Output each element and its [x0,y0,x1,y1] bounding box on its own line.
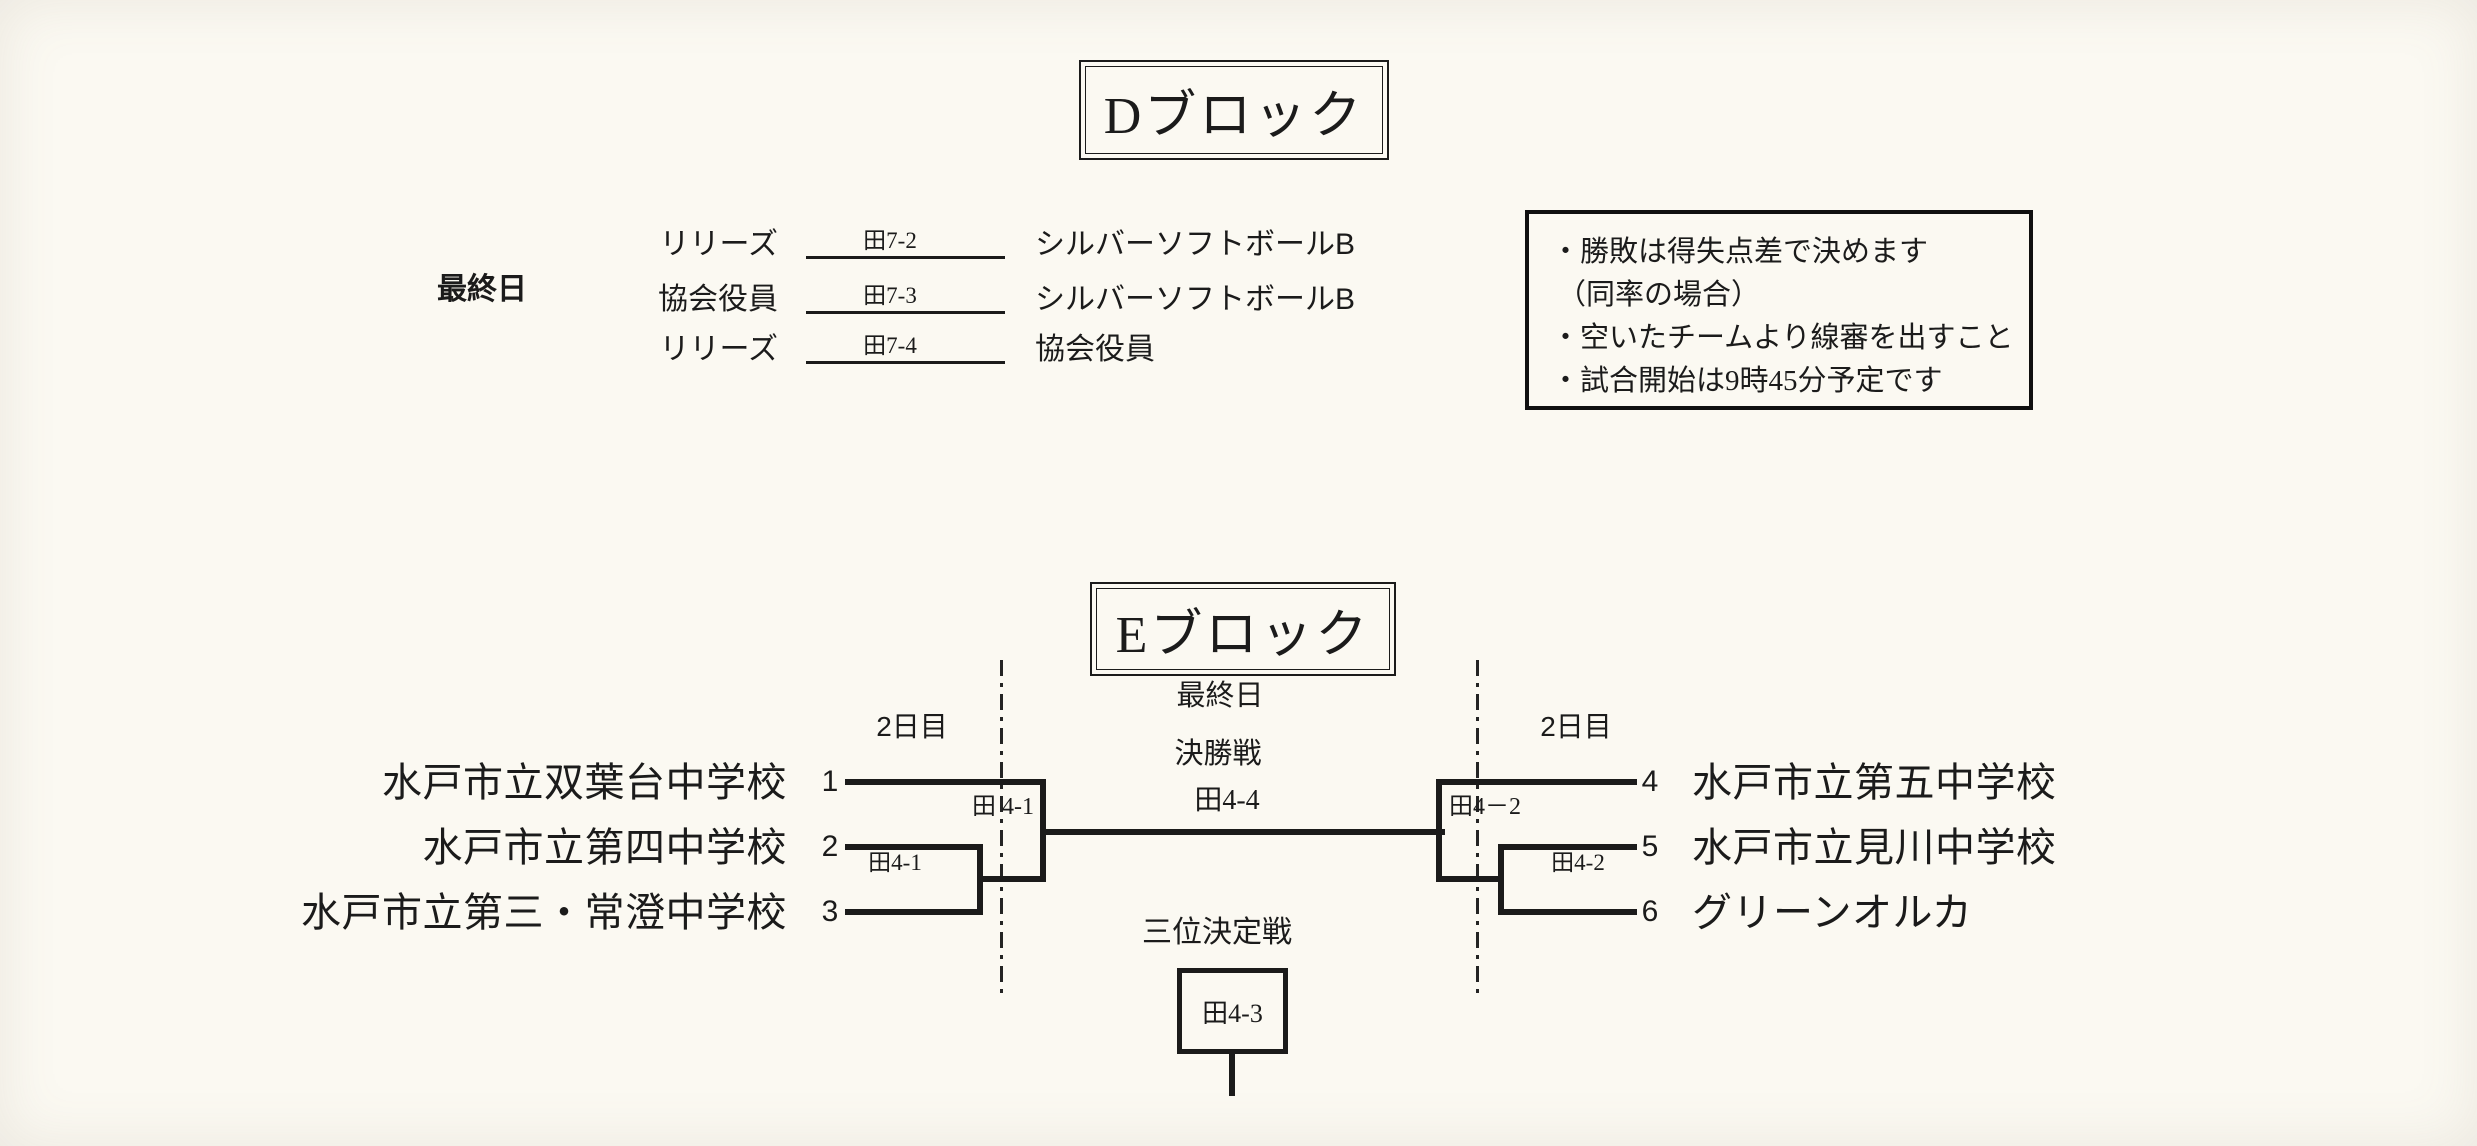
d-match3-left-name: リリーズ [659,333,779,366]
bracket-line-left-team2 [845,844,983,850]
d-block-title-box: Dブロック [1079,60,1389,160]
e-block-title-box: Eブロック [1090,582,1396,676]
bracket-line-left-team3 [845,909,983,915]
d-match3-right-name: 協会役員 [1035,333,1155,366]
e-team-right-4-name: 水戸市立第五中学校 [1692,761,2057,805]
e-match-right-code: 田4-2 [1551,850,1605,875]
e-team-left-2-seed: 2 [821,830,839,863]
bracket-connector-right-semi [1436,779,1442,882]
e-team-left-1-name: 水戸市立双葉台中学校 [382,761,787,805]
e-block-title-inner-border [1096,588,1390,670]
d-match2-left-name: 協会役員 [658,283,778,316]
d-note-line-4: ・試合開始は9時45分予定です [1551,365,1943,397]
e-third-place-label: 三位決定戦 [1142,916,1292,949]
d-match1-right-name: シルバーソフトボールB [1035,228,1356,261]
bracket-line-right-team6 [1498,909,1637,915]
bracket-line-left-winner23 [977,876,1046,882]
e-team-right-6-name: グリーンオルカ [1692,891,1973,935]
d-block-title-inner-border [1085,66,1383,154]
e-block-title: Eブロック [1115,606,1371,664]
e-final-code: 田4-4 [1194,785,1260,816]
d-note-line-2: （同率の場合） [1557,279,1761,311]
d-match3-line [806,361,1005,364]
d-match3-code: 田7-4 [863,333,917,358]
e-third-place-box: 田4-3 [1177,968,1288,1054]
e-day2-right-label: 2日目 [1540,711,1612,742]
bracket-line-left-team1 [845,779,1046,785]
bracket-line-right-team5 [1498,844,1637,850]
e-left-divider-dashdot [1000,660,1003,998]
e-right-divider-dashdot [1476,660,1479,998]
e-team-right-5-name: 水戸市立見川中学校 [1692,826,2057,870]
d-notes-box: ・勝敗は得失点差で決めます （同率の場合） ・空いたチームより線審を出すこと ・… [1525,210,2033,410]
d-note-line-1: ・勝敗は得失点差で決めます [1551,236,1929,268]
e-team-left-3-seed: 3 [821,895,839,928]
e-match-left-code: 田4-1 [868,850,922,875]
e-day2-left-label: 2日目 [876,711,948,742]
d-final-day-label: 最終日 [437,273,527,306]
d-match1-line [806,256,1005,259]
d-note-line-3: ・空いたチームより線審を出すこと [1551,322,2014,354]
e-semi-right-code: 田4－2 [1449,794,1521,820]
e-third-place-stub-line [1229,1054,1235,1096]
d-match2-code: 田7-3 [863,283,917,308]
d-match1-left-name: リリーズ [659,228,779,261]
bracket-line-right-team4 [1436,779,1637,785]
e-semi-left-code: 田 4-1 [972,794,1034,820]
e-team-right-4-seed: 4 [1641,765,1659,798]
e-team-left-1-seed: 1 [821,765,839,798]
bracket-line-right-winner56 [1436,876,1504,882]
e-team-left-3-name: 水戸市立第三・常澄中学校 [301,891,787,935]
e-third-place-code: 田4-3 [1202,998,1263,1028]
e-team-right-5-seed: 5 [1641,830,1659,863]
e-final-day-label: 最終日 [1176,680,1264,712]
e-final-label: 決勝戦 [1174,738,1262,770]
d-block-title: Dブロック [1103,87,1365,145]
bracket-line-final [1040,829,1445,835]
d-match1-code: 田7-2 [863,228,917,253]
d-match2-line [806,311,1005,314]
d-match2-right-name: シルバーソフトボールB [1035,283,1356,316]
e-team-left-2-name: 水戸市立第四中学校 [422,826,787,870]
e-team-right-6-seed: 6 [1641,895,1659,928]
